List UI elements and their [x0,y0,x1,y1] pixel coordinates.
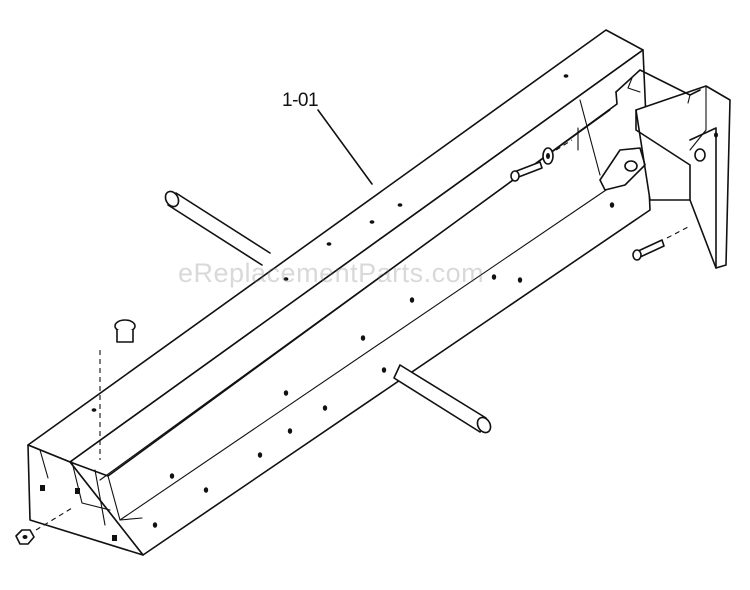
front-axle-rod [393,364,492,434]
rail-side-face [69,49,651,556]
rear-axle-rod [164,190,271,266]
carriage-bolt [99,319,136,460]
hex-nut [15,507,73,545]
callout-leader [317,109,373,185]
rear-mounting-bracket [577,69,731,269]
watermark-text: eReplacementParts.com [178,258,485,288]
bolt-bracket [632,225,691,261]
frame-rail [27,29,651,556]
part-callout-label: 1-01 [282,90,319,111]
rail-holes [40,74,615,541]
bolt-upper [510,139,573,182]
rail-end-face [27,444,144,556]
